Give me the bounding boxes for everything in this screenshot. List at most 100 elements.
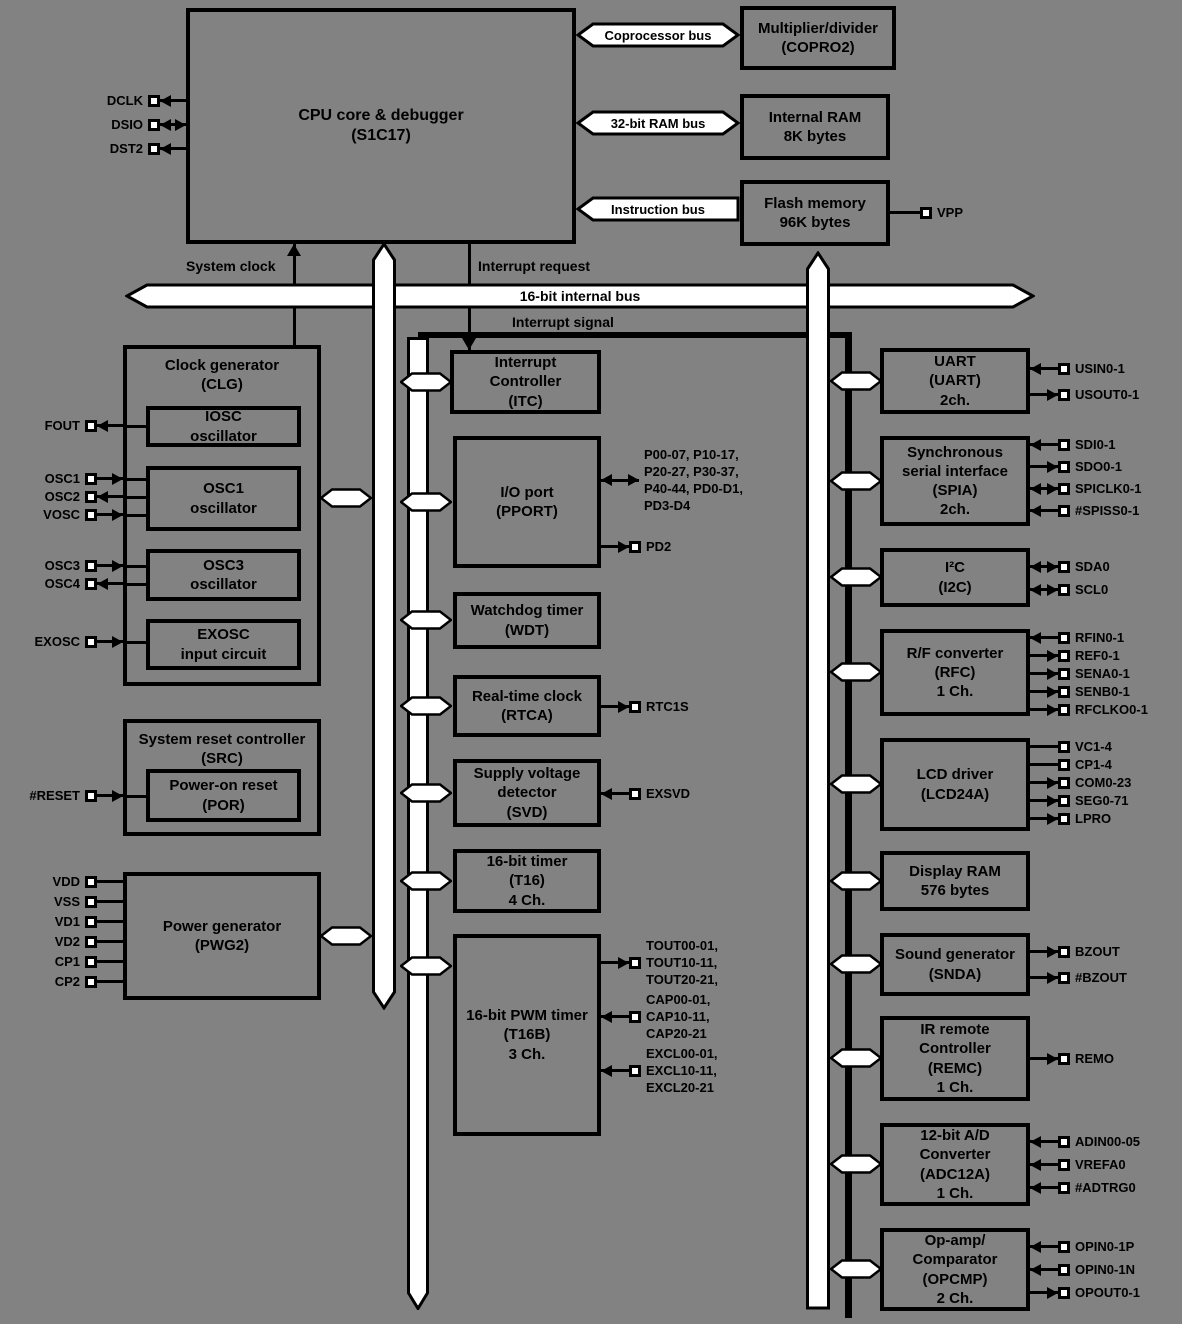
pin-square	[1058, 560, 1070, 573]
coprocessor-bus: Coprocessor bus	[576, 22, 740, 48]
pin-sena: SENA0-1	[1030, 665, 1130, 682]
pin-square	[920, 206, 932, 219]
pin-sda0: SDA0	[1030, 558, 1110, 575]
arrowhead	[287, 244, 301, 256]
pin-osc1: OSC1	[45, 470, 123, 487]
pin-line	[97, 980, 123, 983]
bus-connector-adc	[830, 1154, 882, 1174]
pin-square	[1058, 631, 1070, 644]
pin-bzout: BZOUT	[1030, 943, 1120, 960]
pin-square	[1058, 667, 1070, 680]
pin-scl0: SCL0	[1030, 581, 1108, 598]
pin-label: DSIO	[111, 117, 143, 132]
pin-label: RTC1S	[646, 699, 689, 714]
16bit-pwm-timer-block: 16-bit PWM timer (T16B) 3 Ch.	[453, 934, 601, 1136]
pin-label: EXOSC	[34, 634, 80, 649]
pin-spiclk: SPICLK0-1	[1030, 480, 1141, 497]
pin-square	[1058, 1240, 1070, 1253]
pin-line	[1030, 1163, 1058, 1166]
vertical-bus-middle	[407, 337, 429, 1310]
pin-line	[890, 211, 920, 214]
watchdog-timer-block: Watchdog timer (WDT)	[453, 592, 601, 649]
pin-line	[1030, 708, 1058, 711]
pin-cp2: CP2	[55, 973, 123, 990]
pin-label: DCLK	[106, 93, 143, 108]
i2c-label: I²C (I2C)	[938, 559, 972, 596]
pin-square	[1058, 1052, 1070, 1065]
bus-connector-remc	[830, 1048, 882, 1068]
pin-label: OSC1	[44, 471, 80, 486]
multiplier-divider-block: Multiplier/divider (COPRO2)	[740, 6, 896, 70]
pin-line	[1030, 654, 1058, 657]
pin-square	[1058, 1263, 1070, 1276]
pin-square	[1058, 1286, 1070, 1299]
interrupt-controller-label: Interrupt Controller (ITC)	[489, 354, 562, 410]
pin-line	[1030, 781, 1058, 784]
pin-vdd: VDD	[53, 873, 123, 890]
bus-connector-itc	[400, 372, 452, 392]
pin-label: TOUT00-01, TOUT10-11, TOUT20-21,	[646, 938, 719, 987]
pin-square	[1058, 740, 1070, 753]
pin-line	[97, 794, 123, 797]
pin-sdo: SDO0-1	[1030, 458, 1122, 475]
internal-ram-block: Internal RAM 8K bytes	[740, 94, 890, 160]
pin-line	[97, 582, 123, 585]
pin-com: COM0-23	[1030, 774, 1131, 791]
pin-line	[1030, 763, 1058, 766]
pin-line	[97, 640, 123, 643]
multiplier-divider-label: Multiplier/divider (COPRO2)	[757, 19, 878, 56]
pin-vss: VSS	[54, 893, 123, 910]
pin-spiss: #SPISS0-1	[1030, 502, 1139, 519]
instruction-bus-label: Instruction bus	[611, 201, 705, 217]
power-on-reset-label: Power-on reset (POR)	[169, 777, 278, 814]
pin-line	[1030, 367, 1058, 370]
pin-label: REF0-1	[1075, 648, 1120, 663]
pin-seg: SEG0-71	[1030, 792, 1128, 809]
pin-group-tout: TOUT00-01, TOUT10-11, TOUT20-21,	[601, 937, 718, 988]
instruction-bus: Instruction bus	[576, 196, 740, 222]
flash-memory-block: Flash memory 96K bytes	[740, 180, 890, 246]
supply-voltage-detector-block: Supply voltage detector (SVD)	[453, 759, 601, 827]
pin-vpp: VPP	[890, 204, 963, 221]
pin-vd2: VD2	[55, 933, 123, 950]
pin-line	[601, 1069, 629, 1072]
pin-group-excl: EXCL00-01, EXCL10-11, EXCL20-21	[601, 1045, 718, 1096]
pin-square	[1058, 583, 1070, 596]
pin-rtc1s: RTC1S	[601, 698, 689, 715]
pin-fout: FOUT	[45, 417, 123, 434]
pin-line	[97, 564, 123, 567]
lcd-driver-block: LCD driver (LCD24A)	[880, 738, 1030, 831]
pin-line	[1030, 799, 1058, 802]
wire-stub	[127, 496, 146, 499]
pin-square	[1058, 945, 1070, 958]
pin-dsio: DSIO	[111, 116, 186, 133]
pin-line	[1030, 443, 1058, 446]
power-on-reset-block: Power-on reset (POR)	[146, 769, 301, 822]
pin-square	[1058, 971, 1070, 984]
osc1-oscillator-block: OSC1 oscillator	[146, 466, 301, 531]
pin-dst2: DST2	[110, 140, 186, 157]
pin-line	[97, 880, 123, 883]
pin-line	[1030, 976, 1058, 979]
pin-square	[85, 472, 97, 485]
bus-connector-svd	[400, 783, 452, 803]
uart-block: UART (UART) 2ch.	[880, 348, 1030, 414]
pin-square	[85, 915, 97, 928]
pin-cp: CP1-4	[1030, 756, 1112, 773]
pin-nbzout: #BZOUT	[1030, 969, 1127, 986]
pin-line	[97, 495, 123, 498]
pin-group-ioport: P00-07, P10-17, P20-27, P30-37, P40-44, …	[601, 446, 743, 514]
pin-label: VSS	[53, 894, 80, 909]
pin-label: #ADTRG0	[1075, 1180, 1136, 1195]
pin-label: VOSC	[43, 507, 80, 522]
bus-connector-dram	[830, 871, 882, 891]
pin-line	[601, 792, 629, 795]
ram-bus: 32-bit RAM bus	[576, 110, 740, 136]
cpu-block: CPU core & debugger (S1C17)	[186, 8, 576, 244]
pin-label: SDO0-1	[1075, 459, 1122, 474]
pin-usout: USOUT0-1	[1030, 386, 1139, 403]
spi-label: Synchronous serial interface (SPIA) 2ch.	[902, 443, 1008, 519]
pin-label: VC1-4	[1075, 739, 1112, 754]
pin-sdi: SDI0-1	[1030, 436, 1115, 453]
pin-cp1: CP1	[55, 953, 123, 970]
